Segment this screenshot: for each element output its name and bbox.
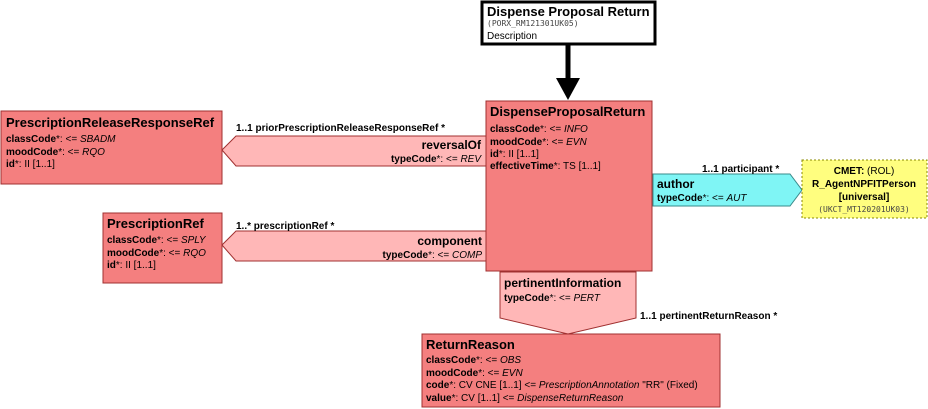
return-reason-class[interactable]: ReturnReason classCode*: <= OBS moodCode… [421, 333, 721, 408]
entry-point-title: Dispense Proposal Return [487, 4, 650, 19]
pertinent-information-name: pertinentInformation [504, 276, 621, 290]
return-reason-title: ReturnReason [426, 337, 515, 352]
component-typecode: typeCode*: <= COMP [383, 250, 483, 261]
entry-arrow [556, 44, 580, 100]
rr-moodcode: moodCode*: <= EVN [426, 368, 523, 379]
author-arrow[interactable]: author typeCode*: <= AUT 1..1 participan… [652, 164, 803, 207]
component-name: component [417, 234, 482, 248]
main-effective-time: effectiveTime*: TS [1..1] [490, 161, 601, 172]
pertinent-information-label: 1..1 pertinentReturnReason * [640, 311, 777, 322]
dispense-proposal-return-class[interactable]: DispenseProposalReturn classCode*: <= IN… [485, 100, 653, 272]
cmet-agent-npfit-person[interactable]: CMET: (ROL) R_AgentNPFITPerson [universa… [801, 159, 928, 219]
prescription-ref-title: PrescriptionRef [107, 216, 204, 231]
rr-code: code*: CV CNE [1..1] <= PrescriptionAnno… [426, 380, 698, 391]
author-typecode: typeCode*: <= AUT [657, 193, 747, 204]
pref-moodcode: moodCode*: <= RQO [107, 248, 206, 259]
cmet-code: (UKCT_MT120201UK03) [818, 205, 910, 214]
pref-id: id*: II [1..1] [107, 260, 156, 271]
rrr-classcode: classCode*: <= SBADM [6, 134, 116, 145]
prescription-release-response-ref-class[interactable]: PrescriptionReleaseResponseRef classCode… [0, 110, 223, 185]
dispense-proposal-return-title: DispenseProposalReturn [490, 104, 645, 119]
component-arrow[interactable]: component typeCode*: <= COMP 1..* prescr… [221, 221, 487, 262]
reversal-of-name: reversalOf [422, 138, 482, 152]
prescription-ref-class[interactable]: PrescriptionRef classCode*: <= SPLY mood… [102, 212, 223, 284]
author-label: 1..1 participant * [702, 164, 779, 175]
entry-point-description: Description [487, 31, 537, 42]
pertinent-information-typecode: typeCode*: <= PERT [504, 293, 601, 304]
rr-classcode: classCode*: <= OBS [426, 355, 521, 366]
author-name: author [657, 177, 695, 191]
cmet-name: R_AgentNPFITPerson [812, 179, 916, 190]
cmet-type: CMET: (ROL) [834, 166, 895, 177]
prescription-release-response-ref-title: PrescriptionReleaseResponseRef [6, 115, 215, 130]
rr-value: value*: CV [1..1] <= DispenseReturnReaso… [426, 393, 624, 404]
reversal-of-arrow[interactable]: reversalOf typeCode*: <= REV 1..1 priorP… [221, 123, 487, 167]
pref-classcode: classCode*: <= SPLY [107, 235, 207, 246]
reversal-of-label: 1..1 priorPrescriptionReleaseResponseRef… [236, 123, 445, 134]
rrr-moodcode: moodCode*: <= RQO [6, 147, 105, 158]
entry-point-code: (PORX_RM121301UK05) [487, 19, 579, 28]
pertinent-information-arrow[interactable]: pertinentInformation typeCode*: <= PERT … [499, 271, 777, 335]
main-id: id*: II [1..1] [490, 149, 539, 160]
main-moodcode: moodCode*: <= EVN [490, 137, 587, 148]
reversal-of-typecode: typeCode*: <= REV [391, 154, 482, 165]
rrr-id: id*: II [1..1] [6, 159, 55, 170]
component-label: 1..* prescriptionRef * [236, 221, 334, 232]
cmet-scope: [universal] [839, 192, 890, 203]
main-classcode: classCode*: <= INFO [490, 124, 588, 135]
entry-point[interactable]: Dispense Proposal Return (PORX_RM121301U… [480, 0, 657, 46]
